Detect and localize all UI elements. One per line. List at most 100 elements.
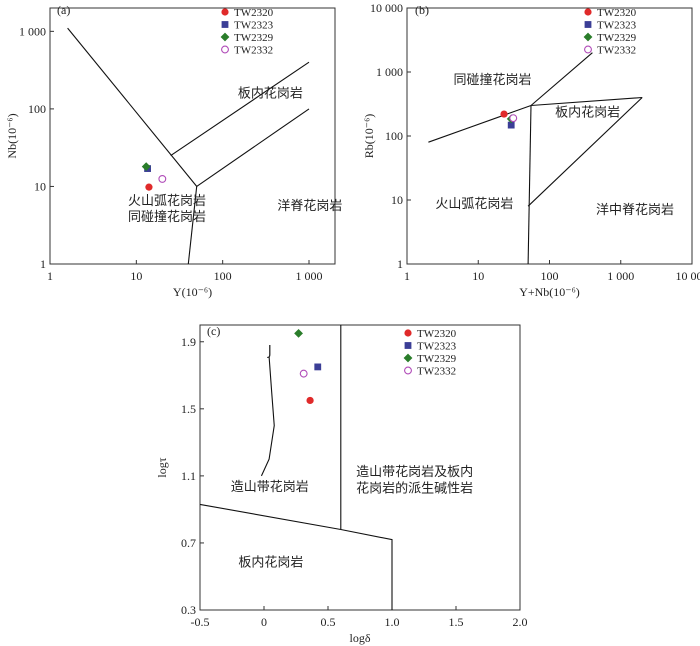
panel-2-point-tw2323-legend (404, 342, 412, 349)
x-tick-label-1: 10 (472, 269, 484, 283)
y-tick-label-3: 1 000 (19, 24, 46, 38)
field-label-1: 造山带花岗岩及板内 (356, 464, 473, 480)
panel-1-point-tw2323-0 (507, 121, 515, 129)
panel-label: (a) (57, 3, 70, 17)
x-tick-label-0: 1 (47, 269, 53, 283)
legend-label-tw2323: TW2323 (234, 20, 274, 32)
panel-0-point-tw2329-legend (220, 32, 230, 42)
panel-1-point-tw2320-legend (584, 8, 592, 16)
field-boundary-0 (199, 503, 393, 610)
panel-0-point-tw2320-0 (145, 183, 153, 191)
field-boundary-0 (67, 27, 198, 187)
legend-label-tw2329: TW2329 (234, 32, 274, 44)
field-label-1: 板内花岗岩 (555, 105, 620, 121)
y-tick-label-4: 1.9 (181, 335, 196, 349)
plot-frame (199, 324, 521, 611)
y-tick-label-1: 0.7 (181, 536, 196, 550)
x-tick-label-2: 100 (214, 269, 232, 283)
panel-2-point-tw2320-legend (404, 329, 412, 337)
field-label-0: 造山带花岗岩 (231, 479, 309, 495)
field-label-0: 板内花岗岩 (238, 86, 303, 102)
field-boundary-1 (170, 61, 310, 157)
panel-2-point-tw2332-0 (299, 369, 308, 378)
field-label-3: 板内花岗岩 (238, 554, 303, 570)
legend-label-tw2329: TW2329 (417, 353, 457, 365)
legend-label-tw2323: TW2323 (417, 341, 457, 353)
x-tick-label-3: 1.0 (385, 615, 400, 629)
panel-2-point-tw2320-0 (306, 396, 314, 405)
field-boundary-1 (530, 52, 593, 106)
y-axis-label: Nb(10⁻⁶) (5, 113, 19, 158)
x-tick-label-1: 10 (130, 269, 142, 283)
y-tick-label-2: 1.1 (181, 469, 196, 483)
panel-2-point-tw2332-legend (404, 366, 412, 375)
x-axis-label: logδ (350, 631, 371, 645)
field-boundary-2 (196, 108, 310, 187)
x-tick-label-4: 10 000 (676, 269, 700, 283)
legend-label-tw2329: TW2329 (597, 32, 637, 44)
field-label-2: 花岗岩的派生碱性岩 (356, 481, 473, 497)
field-label-3: 洋中脊花岗岩 (596, 202, 674, 218)
field-boundary-0 (428, 104, 532, 143)
plot-frame (49, 7, 336, 265)
x-tick-label-2: 0.5 (321, 615, 336, 629)
x-tick-label-3: 1 000 (607, 269, 634, 283)
y-tick-label-1: 10 (391, 193, 403, 207)
x-tick-label-3: 1 000 (296, 269, 323, 283)
panel-2-point-tw2329-legend (403, 353, 413, 363)
y-tick-label-4: 10 000 (370, 1, 403, 15)
panel-0-point-tw2320-legend (221, 8, 229, 16)
y-tick-label-3: 1.5 (181, 402, 196, 416)
panel-label: (b) (415, 3, 429, 17)
field-label-3: 洋脊花岗岩 (277, 198, 342, 214)
y-tick-label-1: 10 (34, 179, 46, 193)
panel-0-point-tw2329-0 (141, 162, 151, 172)
legend-label-tw2320: TW2320 (417, 328, 457, 340)
legend-label-tw2332: TW2332 (234, 45, 273, 57)
panel-b: 1 10 100 1 000 10 000 1 10 100 1 000 10 000Y+Nb(1… (362, 1, 700, 299)
panel-1-point-tw2323-legend (584, 21, 592, 28)
y-tick-label-0: 1 (397, 257, 403, 271)
x-tick-label-5: 2.0 (513, 615, 528, 629)
field-boundary-3 (527, 105, 532, 265)
plot-frame (406, 7, 693, 265)
field-label-1: 火山弧花岗岩 (128, 193, 206, 209)
legend-label-tw2332: TW2332 (417, 366, 456, 378)
legend-label-tw2320: TW2320 (234, 7, 274, 19)
field-label-2: 同碰撞花岗岩 (128, 209, 206, 225)
x-tick-label-2: 100 (541, 269, 559, 283)
panel-label: (c) (207, 324, 220, 338)
panel-2-point-tw2329-0 (294, 328, 303, 338)
legend-label-tw2323: TW2323 (597, 20, 637, 32)
panel-0-point-tw2323-legend (221, 21, 229, 28)
y-tick-label-0: 0.3 (181, 603, 196, 617)
curve-j (260, 356, 275, 477)
y-axis-label: Rb(10⁻⁶) (362, 114, 376, 159)
panel-1-point-tw2332-legend (584, 45, 592, 54)
field-label-4: J (267, 344, 272, 359)
panel-1-point-tw2332-0 (509, 114, 518, 123)
x-tick-label-1: 0 (261, 615, 267, 629)
panel-1-point-tw2320-0 (500, 110, 508, 118)
x-tick-label-0: 1 (404, 269, 410, 283)
panel-0-point-tw2332-legend (221, 45, 229, 54)
y-tick-label-2: 100 (385, 129, 403, 143)
panel-1-point-tw2329-legend (583, 32, 593, 42)
field-label-2: 火山弧花岗岩 (435, 196, 513, 212)
panel-2-point-tw2323-0 (314, 363, 322, 371)
x-tick-label-0: -0.5 (191, 615, 210, 629)
x-axis-label: Y+Nb(10⁻⁶) (519, 285, 580, 299)
x-axis-label: Y(10⁻⁶) (173, 285, 212, 299)
legend-label-tw2320: TW2320 (597, 7, 637, 19)
x-tick-label-4: 1.5 (449, 615, 464, 629)
field-boundary-4 (527, 97, 643, 207)
field-boundary-3 (187, 186, 198, 265)
y-tick-label-3: 1 000 (376, 65, 403, 79)
legend-label-tw2332: TW2332 (597, 45, 636, 57)
y-tick-label-0: 1 (40, 257, 46, 271)
y-tick-label-2: 100 (28, 102, 46, 116)
field-label-0: 同碰撞花岗岩 (454, 72, 532, 88)
